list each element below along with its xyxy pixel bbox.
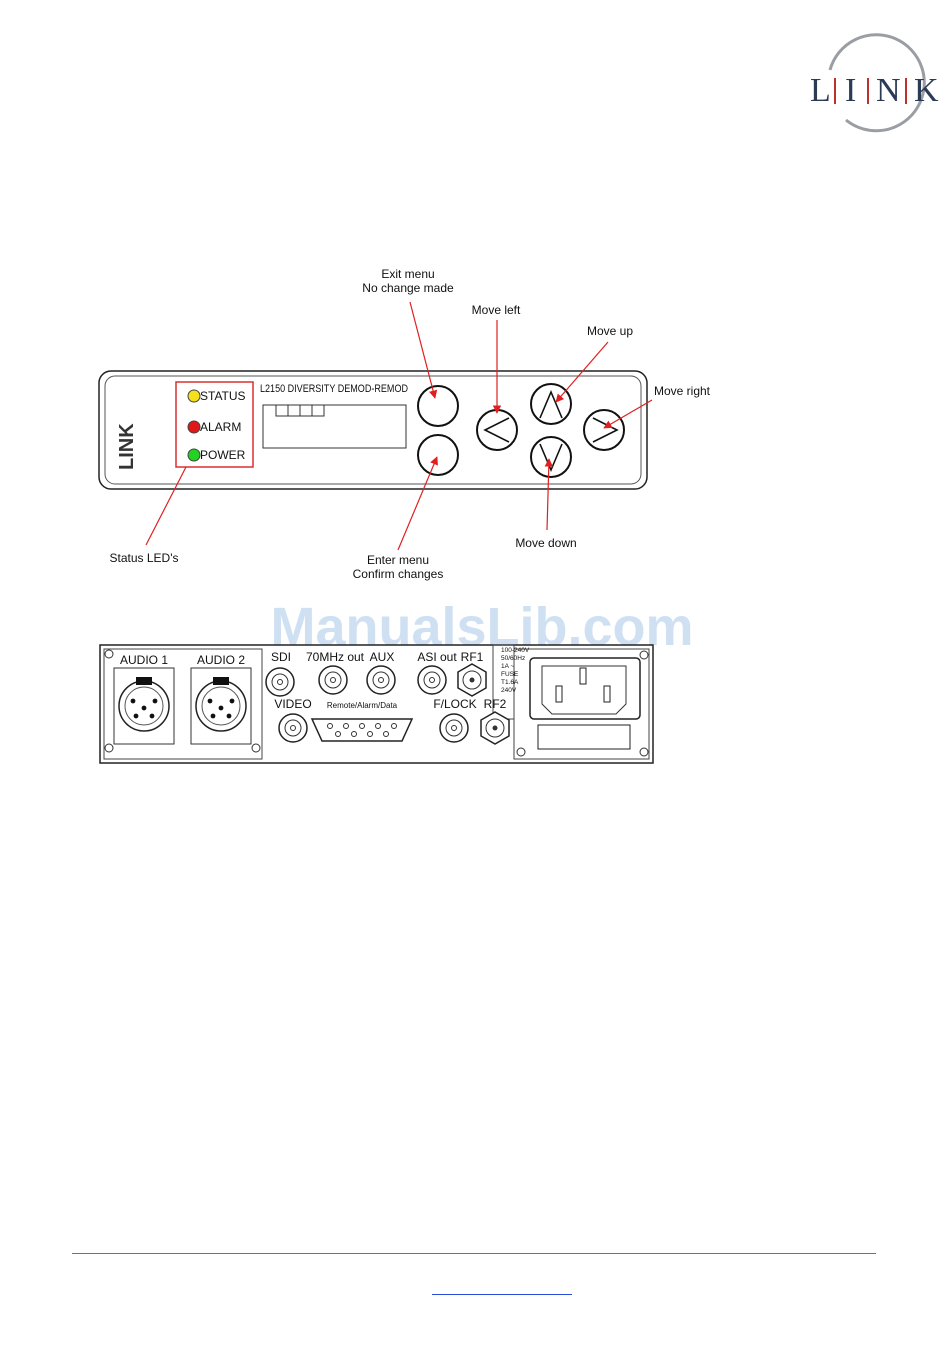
status-led	[188, 390, 200, 402]
callout-move-left: Move left	[472, 303, 521, 317]
video-label: VIDEO	[274, 697, 311, 711]
down-button[interactable]	[531, 437, 571, 477]
callout-no-change: No change made	[362, 281, 454, 295]
callout-enter-menu: Enter menu	[367, 553, 429, 567]
lcd-display	[263, 405, 406, 448]
video-connector[interactable]	[279, 714, 307, 742]
front-panel: LINK STATUS ALARM POWER L2150 DIVERSITY …	[99, 371, 647, 489]
callout-move-down: Move down	[515, 536, 576, 550]
logo-letter-k: K	[914, 72, 939, 109]
callout-status-leds: Status LED's	[110, 551, 179, 565]
audio1-label: AUDIO 1	[120, 653, 168, 667]
power-led-label: POWER	[200, 448, 246, 462]
footer-link[interactable]	[432, 1278, 572, 1295]
exit-button[interactable]	[418, 386, 458, 426]
sdi-label: SDI	[271, 650, 291, 664]
left-button[interactable]	[477, 410, 517, 450]
logo-letter-l: L	[810, 72, 831, 109]
status-led-label: STATUS	[200, 389, 246, 403]
flock-connector[interactable]	[440, 714, 468, 742]
up-button[interactable]	[531, 384, 571, 424]
callout-move-right: Move right	[654, 384, 711, 398]
rear-panel: AUDIO 1 AUDIO 2 SDI 70MHz out AUX ASI ou…	[100, 645, 653, 763]
remote-label: Remote/Alarm/Data	[327, 701, 398, 710]
footer-rule	[72, 1253, 876, 1254]
audio2-label: AUDIO 2	[197, 653, 245, 667]
fuse-drawer[interactable]	[538, 725, 630, 749]
right-button[interactable]	[584, 410, 624, 450]
sdi-connector[interactable]	[266, 668, 294, 696]
power-led	[188, 449, 200, 461]
asi-label: ASI out	[417, 650, 457, 664]
power-spec-line: FUSE	[501, 671, 519, 678]
enter-button[interactable]	[418, 435, 458, 475]
aux-label: AUX	[370, 650, 395, 664]
logo-letter-n: N	[876, 72, 901, 109]
iec-power-inlet[interactable]	[530, 658, 640, 719]
rf2-label: RF2	[484, 697, 507, 711]
alarm-led	[188, 421, 200, 433]
alarm-led-label: ALARM	[200, 420, 241, 434]
model-label: L2150 DIVERSITY DEMOD-REMOD	[260, 383, 408, 395]
rf1-connector[interactable]	[458, 664, 486, 696]
power-spec-line: 50/60Hz	[501, 655, 525, 662]
mhz70-label: 70MHz out	[306, 650, 365, 664]
power-spec-line: T1.6A	[501, 679, 519, 686]
remote-dsub-connector[interactable]	[312, 719, 412, 741]
power-spec-line: 100-240V	[501, 647, 530, 654]
link-logo: L I N K	[810, 35, 939, 131]
flock-label: F/LOCK	[433, 697, 476, 711]
power-spec-line: 240V	[501, 687, 517, 694]
callout-exit-menu: Exit menu	[381, 267, 434, 281]
power-spec-line: 1A ~	[501, 663, 514, 670]
callout-confirm-changes: Confirm changes	[353, 567, 444, 581]
rf1-label: RF1	[461, 650, 484, 664]
asi-connector[interactable]	[418, 666, 446, 694]
mhz70-connector[interactable]	[319, 666, 347, 694]
front-side-logo: LINK	[116, 423, 138, 470]
callout-move-up: Move up	[587, 324, 633, 338]
logo-letter-i1: I	[845, 72, 856, 109]
aux-connector[interactable]	[367, 666, 395, 694]
rf2-connector[interactable]	[481, 712, 509, 744]
